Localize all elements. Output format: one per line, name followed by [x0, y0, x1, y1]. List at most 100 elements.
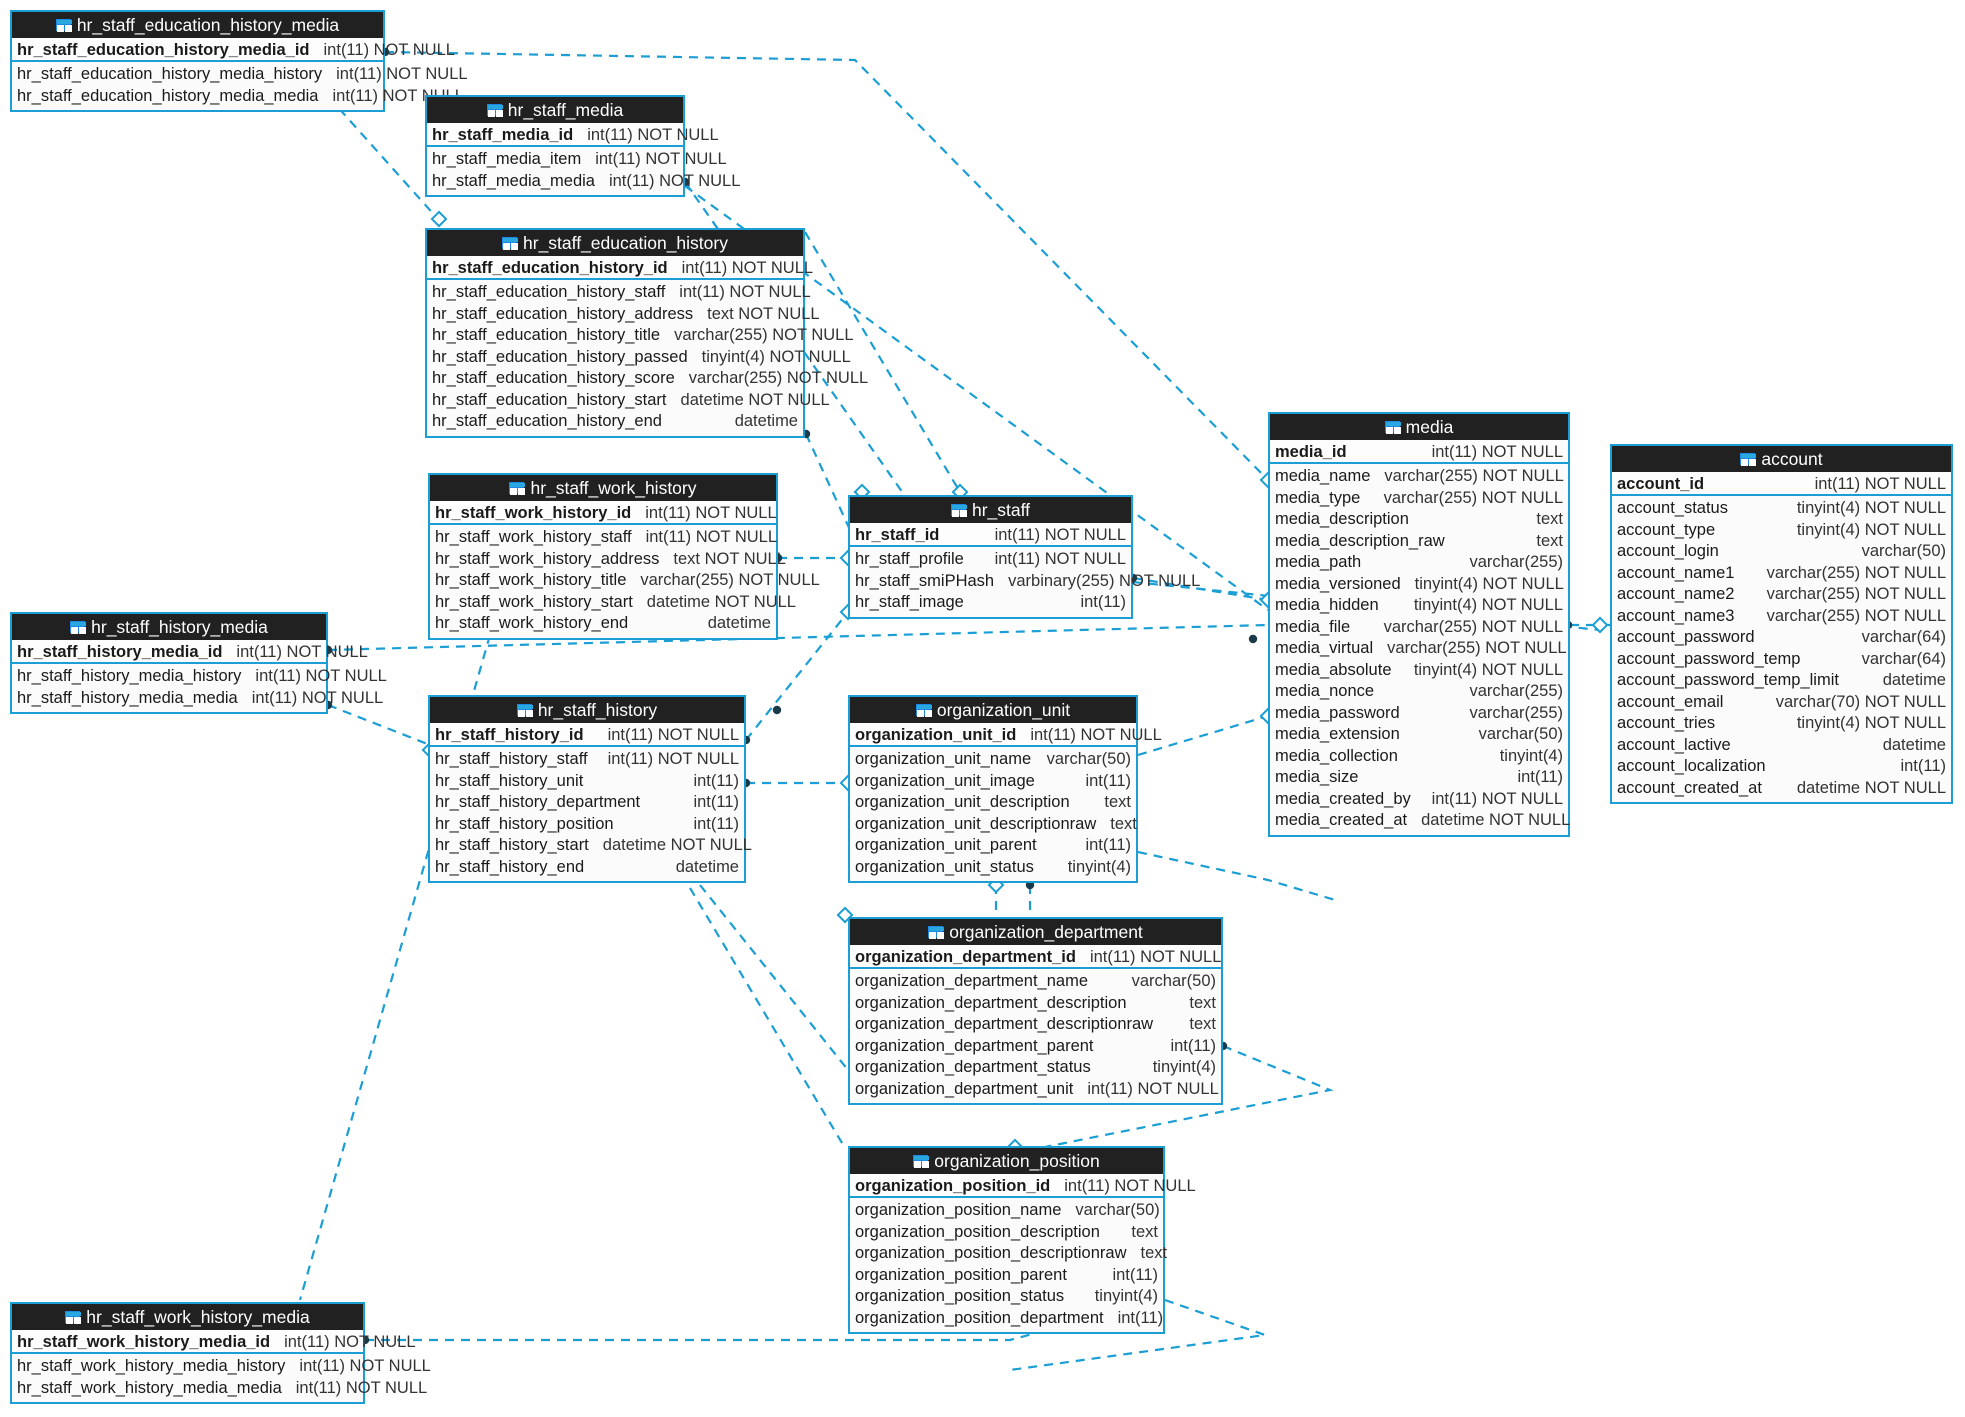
- entity-title-hr_staff_history_media[interactable]: hr_staff_history_media: [12, 614, 326, 640]
- entity-title-hr_staff_work_history[interactable]: hr_staff_work_history: [430, 475, 776, 501]
- entity-title-hr_staff[interactable]: hr_staff: [850, 497, 1131, 523]
- entity-title-media[interactable]: media: [1270, 414, 1568, 440]
- entity-title-hr_staff_education_history[interactable]: hr_staff_education_history: [427, 230, 803, 256]
- entity-title-organization_unit[interactable]: organization_unit: [850, 697, 1136, 723]
- entity-title-organization_position[interactable]: organization_position: [850, 1148, 1163, 1174]
- entity-title-hr_staff_work_history_media[interactable]: hr_staff_work_history_media: [12, 1304, 363, 1330]
- entity-table-hr_staff_history_media[interactable]: hr_staff_history_media hr_staff_history_m…: [10, 612, 387, 714]
- entity-title-hr_staff_education_history_media[interactable]: hr_staff_education_history_media: [12, 12, 383, 38]
- entity-title-account[interactable]: account: [1612, 446, 1951, 472]
- column-row[interactable]: hr_staff_education_history_media_history…: [12, 64, 468, 86]
- entity-title-hr_staff_history[interactable]: hr_staff_history: [430, 697, 744, 723]
- entity-title-organization_department[interactable]: organization_department: [850, 919, 1221, 945]
- entity-title-hr_staff_media[interactable]: hr_staff_media: [427, 97, 683, 123]
